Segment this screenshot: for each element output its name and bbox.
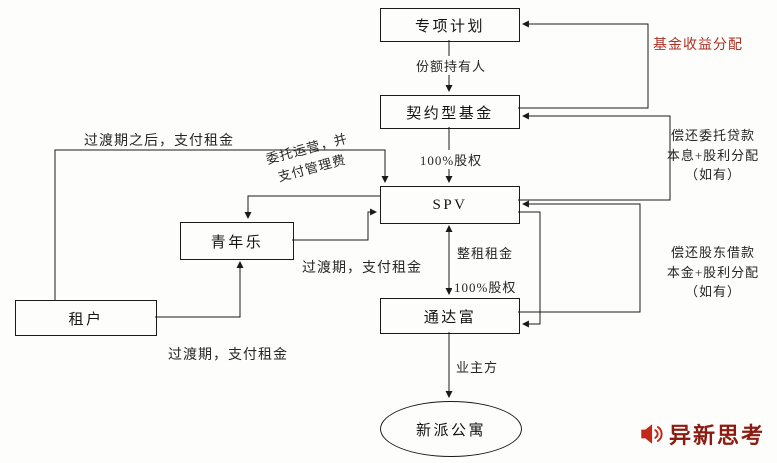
edge-tenant-to-qingnianle xyxy=(155,260,244,318)
label-repay-entrusted-loan: 偿还委托贷款 本息+股利分配 （如有） xyxy=(652,126,774,185)
node-contract-fund-label: 契约型基金 xyxy=(406,105,494,122)
edge-spv-to-tongdafu-inner-loop xyxy=(518,211,541,328)
node-tenant-label: 租户 xyxy=(68,311,104,328)
label-repay-shareholder-loan-line2: 本金+股利分配 xyxy=(666,264,760,280)
node-xinpai-apartment: 新派公寓 xyxy=(380,401,522,457)
node-spv: SPV xyxy=(380,186,520,224)
edge-qingnianle-to-spv xyxy=(292,208,378,241)
edge-tenant-to-spv xyxy=(54,149,389,300)
node-contract-fund: 契约型基金 xyxy=(380,95,520,129)
label-after-transition-pay-rent: 过渡期之后，支付租金 xyxy=(84,134,234,149)
label-owner-side: 业主方 xyxy=(456,360,499,375)
label-repay-entrusted-loan-line1: 偿还委托贷款 xyxy=(670,128,755,143)
edge-spv-to-qingnianle xyxy=(244,195,380,220)
label-whole-lease-rent: 整租租金 xyxy=(457,246,514,261)
node-qingnianle-label: 青年乐 xyxy=(210,234,264,251)
node-xinpai-apartment-label: 新派公寓 xyxy=(415,422,486,439)
label-repay-entrusted-loan-line2: 本息+股利分配 xyxy=(666,147,760,163)
edge-repay-shareholder-loop xyxy=(518,200,641,313)
node-special-plan: 专项计划 xyxy=(380,8,520,42)
node-spv-label: SPV xyxy=(432,196,468,213)
label-share-holders: 份额持有人 xyxy=(410,56,492,75)
label-fund-income-distribution: 基金收益分配 xyxy=(653,38,743,53)
label-repay-entrusted-loan-line3: （如有） xyxy=(684,167,741,182)
watermark-text: 异新思考 xyxy=(669,423,766,448)
label-equity-100-upper: 100%股权 xyxy=(410,150,492,169)
label-repay-shareholder-loan-line1: 偿还股东借款 xyxy=(670,245,755,260)
label-transition-pay-rent-to-qnl: 过渡期，支付租金 xyxy=(168,348,288,363)
node-tongdafu: 通达富 xyxy=(380,298,520,334)
node-qingnianle: 青年乐 xyxy=(180,222,294,260)
label-equity-100-lower: 100%股权 xyxy=(452,277,519,296)
node-tenant: 租户 xyxy=(15,300,157,336)
watermark: 异新思考 xyxy=(638,418,765,450)
label-repay-shareholder-loan-line3: （如有） xyxy=(684,284,741,299)
megaphone-icon xyxy=(638,421,664,447)
edge-repay-entrusted-loop xyxy=(518,112,671,201)
node-tongdafu-label: 通达富 xyxy=(423,309,477,326)
label-transition-pay-rent-to-spv: 过渡期，支付租金 xyxy=(302,261,422,276)
node-special-plan-label: 专项计划 xyxy=(414,18,485,35)
label-repay-shareholder-loan: 偿还股东借款 本金+股利分配 （如有） xyxy=(652,243,774,302)
edge-fund-income-loop xyxy=(518,20,649,109)
